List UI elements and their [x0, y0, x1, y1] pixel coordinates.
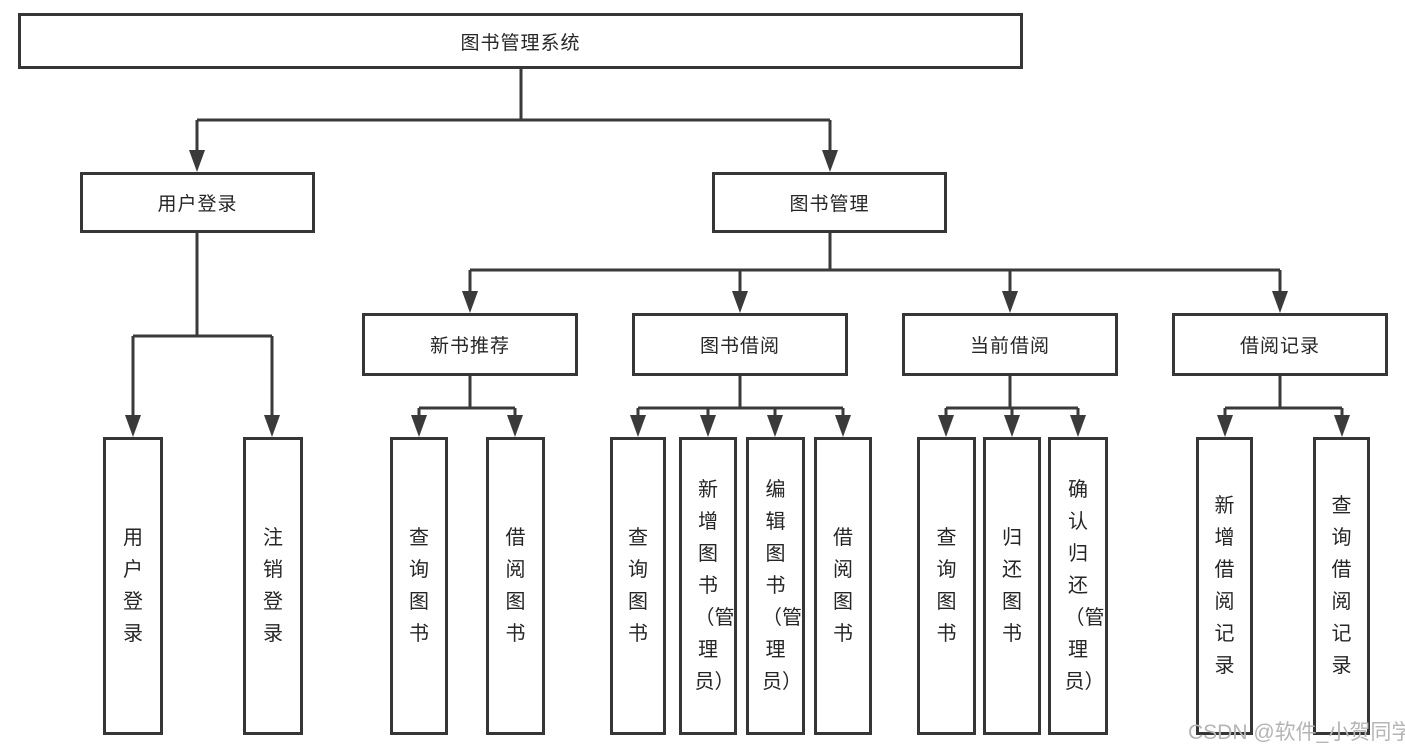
node-label: 查询图书 [628, 527, 648, 645]
leaf-user-login: 用户登录 [103, 437, 163, 735]
node-label: 借阅图书 [505, 527, 526, 645]
node-label: 用户登录 [157, 194, 238, 215]
node-new-book-recommend: 新书推荐 [362, 313, 578, 376]
leaf-br-add-record: 新增借阅记录 [1196, 437, 1253, 735]
node-label: 图书管理系统 [460, 32, 581, 54]
leaf-cb-query-books: 查询图书 [917, 437, 976, 735]
leaf-nbr-borrow-books: 借阅图书 [486, 437, 545, 735]
leaf-bb-add-books-admin: 新增图书（管理员） [679, 437, 737, 735]
node-label: 当前借阅 [969, 336, 1050, 357]
node-book-borrowing: 图书借阅 [632, 313, 848, 376]
node-label: 借阅记录 [1239, 336, 1320, 357]
node-label: 确认归还（管理员） [1064, 479, 1105, 693]
node-current-borrowing: 当前借阅 [902, 313, 1118, 376]
leaf-br-query-record: 查询借阅记录 [1313, 437, 1370, 735]
node-label: 编辑图书（管理员） [762, 479, 802, 693]
leaf-cb-return-books: 归还图书 [983, 437, 1041, 735]
node-label: 图书借阅 [699, 336, 780, 357]
csdn-watermark: CSDN @软件_小贺同学 [1188, 721, 1405, 744]
leaf-logout: 注销登录 [243, 437, 303, 735]
node-label: 注销登录 [263, 527, 283, 645]
node-label: 新增借阅记录 [1214, 495, 1235, 677]
node-label: 借阅图书 [833, 527, 853, 645]
node-label: 查询借阅记录 [1331, 495, 1352, 677]
node-label: 查询图书 [936, 527, 957, 645]
leaf-bb-borrow-books: 借阅图书 [814, 437, 872, 735]
node-label: 新增图书（管理员） [694, 479, 735, 693]
node-library-management-system: 图书管理系统 [18, 13, 1023, 69]
leaf-nbr-query-books: 查询图书 [390, 437, 448, 735]
node-borrowing-records: 借阅记录 [1172, 313, 1388, 376]
node-label: 查询图书 [409, 527, 429, 645]
node-label: 归还图书 [1002, 527, 1022, 645]
node-book-management: 图书管理 [712, 172, 947, 233]
node-label: 图书管理 [789, 194, 870, 215]
leaf-cb-confirm-return-admin: 确认归还（管理员） [1048, 437, 1108, 735]
node-user-login: 用户登录 [80, 172, 315, 233]
leaf-bb-edit-books-admin: 编辑图书（管理员） [746, 437, 805, 735]
leaf-bb-query-books: 查询图书 [610, 437, 666, 735]
node-label: 新书推荐 [429, 336, 510, 357]
node-label: 用户登录 [123, 527, 143, 645]
